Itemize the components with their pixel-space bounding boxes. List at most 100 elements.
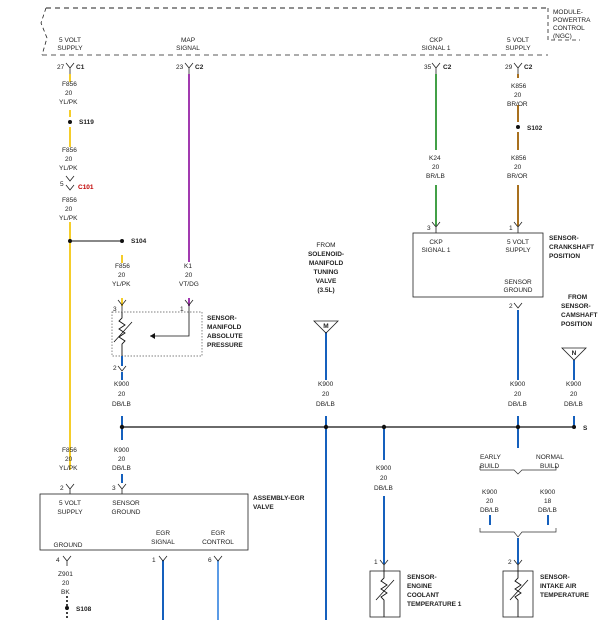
svg-text:CAMSHAFT: CAMSHAFT (561, 312, 597, 319)
pcm-title-1: MODULE- (553, 9, 583, 16)
pcm-pin-name: SUPPLY (505, 45, 531, 52)
splice-label: S108 (76, 606, 92, 613)
wire-gauge: 20 (486, 498, 494, 505)
wire-gauge: 20 (62, 580, 70, 587)
pcm-pin-name: 5 VOLT (59, 37, 81, 44)
pcm-connector-id: C1 (76, 64, 85, 71)
svg-text:ABSOLUTE: ABSOLUTE (207, 333, 243, 340)
svg-text:1: 1 (152, 557, 156, 564)
wire-circuit: Z901 (58, 571, 73, 578)
svg-text:3: 3 (113, 306, 117, 313)
splice-dot (65, 606, 69, 610)
wire-circuit: K856 (511, 155, 527, 162)
wire-color: DB/LB (480, 507, 499, 514)
svg-text:N: N (572, 350, 577, 357)
svg-text:2: 2 (60, 485, 64, 492)
wire-circuit: F856 (62, 447, 77, 454)
connector-symbol (65, 175, 75, 191)
svg-text:1: 1 (509, 225, 513, 232)
wire-color: YL/PK (112, 281, 131, 288)
pcm-connector-id: C2 (195, 64, 204, 71)
pin-markers (62, 221, 523, 566)
wire-color: YL/PK (59, 165, 78, 172)
pcm-pin-number: 27 (57, 64, 65, 71)
svg-text:GROUND: GROUND (54, 542, 83, 549)
splice-dot (119, 424, 125, 430)
wire-gauge: 20 (118, 456, 126, 463)
ckp-sensor: CKP SIGNAL 1 5 VOLT SUPPLY SENSOR GROUND… (412, 232, 594, 298)
wire-gauge: 20 (322, 391, 330, 398)
svg-text:SUPPLY: SUPPLY (505, 247, 531, 254)
pcm-pin-name: SIGNAL (176, 45, 200, 52)
wire-gauge: 20 (570, 391, 578, 398)
wire-circuit: K900 (114, 447, 130, 454)
wire-color: DB/LB (508, 401, 527, 408)
wire-circuit: K900 (318, 381, 334, 388)
build-label: EARLY (480, 454, 501, 461)
wire-circuit: K24 (429, 155, 441, 162)
splice-dot (323, 424, 329, 430)
wire-gauge: 20 (65, 456, 73, 463)
svg-text:CRANKSHAFT: CRANKSHAFT (549, 244, 594, 251)
svg-text:MANIFOLD: MANIFOLD (309, 260, 344, 267)
svg-text:EGR: EGR (211, 530, 225, 537)
splice-dot (516, 125, 520, 129)
pin-symbol (65, 62, 75, 74)
svg-text:2: 2 (509, 303, 513, 310)
svg-text:(3.5L): (3.5L) (317, 287, 334, 294)
svg-text:COOLANT: COOLANT (407, 592, 439, 599)
splice-dot (381, 424, 387, 430)
wire-gauge: 20 (514, 92, 522, 99)
svg-text:SENSOR: SENSOR (112, 500, 140, 507)
pcm-title-2: POWERTRA (553, 17, 591, 24)
wire-color: BR/OR (507, 101, 528, 108)
wire-gauge: 20 (185, 272, 193, 279)
svg-text:SUPPLY: SUPPLY (57, 509, 83, 516)
wire-color: YL/PK (59, 465, 78, 472)
splice-dot (120, 239, 124, 243)
solenoid-connector: FROM SOLENOID- MANIFOLD TUNING VALVE (3.… (308, 242, 344, 334)
map-sensor: SENSOR- MANIFOLD ABSOLUTE PRESSURE (111, 311, 243, 366)
wire-circuit: F856 (62, 197, 77, 204)
wire-color: DB/LB (374, 485, 393, 492)
wire-labels: F856 20 YL/PK S119 F856 20 YL/PK 5 C101 … (58, 81, 588, 613)
pcm-module: MODULE- POWERTRA CONTROL (NGC) 5 VOLT SU… (40, 7, 591, 74)
wire-circuit: F856 (62, 81, 77, 88)
wire-color: DB/LB (112, 401, 131, 408)
svg-text:SIGNAL: SIGNAL (151, 539, 175, 546)
pin-numbers: 3 1 2 3 1 2 2 3 1 6 4 1 2 (56, 225, 513, 566)
wire-gauge: 20 (65, 90, 73, 97)
wire-circuit: K900 (482, 489, 498, 496)
splice-dot (68, 239, 72, 243)
svg-text:CKP: CKP (429, 239, 442, 246)
wire-circuit: K1 (184, 263, 192, 270)
cmp-connector: FROM SENSOR- CAMSHAFT POSITION N (561, 294, 597, 361)
wire-circuit: K900 (510, 381, 526, 388)
svg-text:M: M (323, 323, 328, 330)
svg-text:SIGNAL 1: SIGNAL 1 (421, 247, 450, 254)
svg-text:ENGINE: ENGINE (407, 583, 433, 590)
egr-assembly: 5 VOLT SUPPLY SENSOR GROUND GROUND EGR S… (39, 493, 305, 551)
build-brace (479, 528, 557, 538)
wire-circuit: K900 (114, 381, 130, 388)
wire-circuit: F856 (62, 147, 77, 154)
pcm-pin-name: SIGNAL 1 (421, 45, 450, 52)
svg-text:3: 3 (112, 485, 116, 492)
wire-color: VT/DG (179, 281, 199, 288)
wire-gauge: 20 (380, 475, 388, 482)
svg-text:CONTROL: CONTROL (202, 539, 234, 546)
splice-dot (572, 425, 576, 429)
wire-circuit: K900 (376, 465, 392, 472)
svg-text:TEMPERATURE 1: TEMPERATURE 1 (407, 601, 462, 608)
svg-text:TUNING: TUNING (314, 269, 339, 276)
svg-text:GROUND: GROUND (504, 287, 533, 294)
wire-circuit: K856 (511, 83, 527, 90)
pin-symbol (431, 62, 441, 74)
svg-text:VALVE: VALVE (253, 504, 274, 511)
pcm-connector-id: C2 (524, 64, 533, 71)
svg-text:TEMPERATURE: TEMPERATURE (540, 592, 590, 599)
wire-gauge: 20 (432, 164, 440, 171)
svg-text:SOLENOID-: SOLENOID- (308, 251, 344, 258)
splice-label: S119 (79, 119, 94, 126)
wire-color: DB/LB (112, 465, 131, 472)
